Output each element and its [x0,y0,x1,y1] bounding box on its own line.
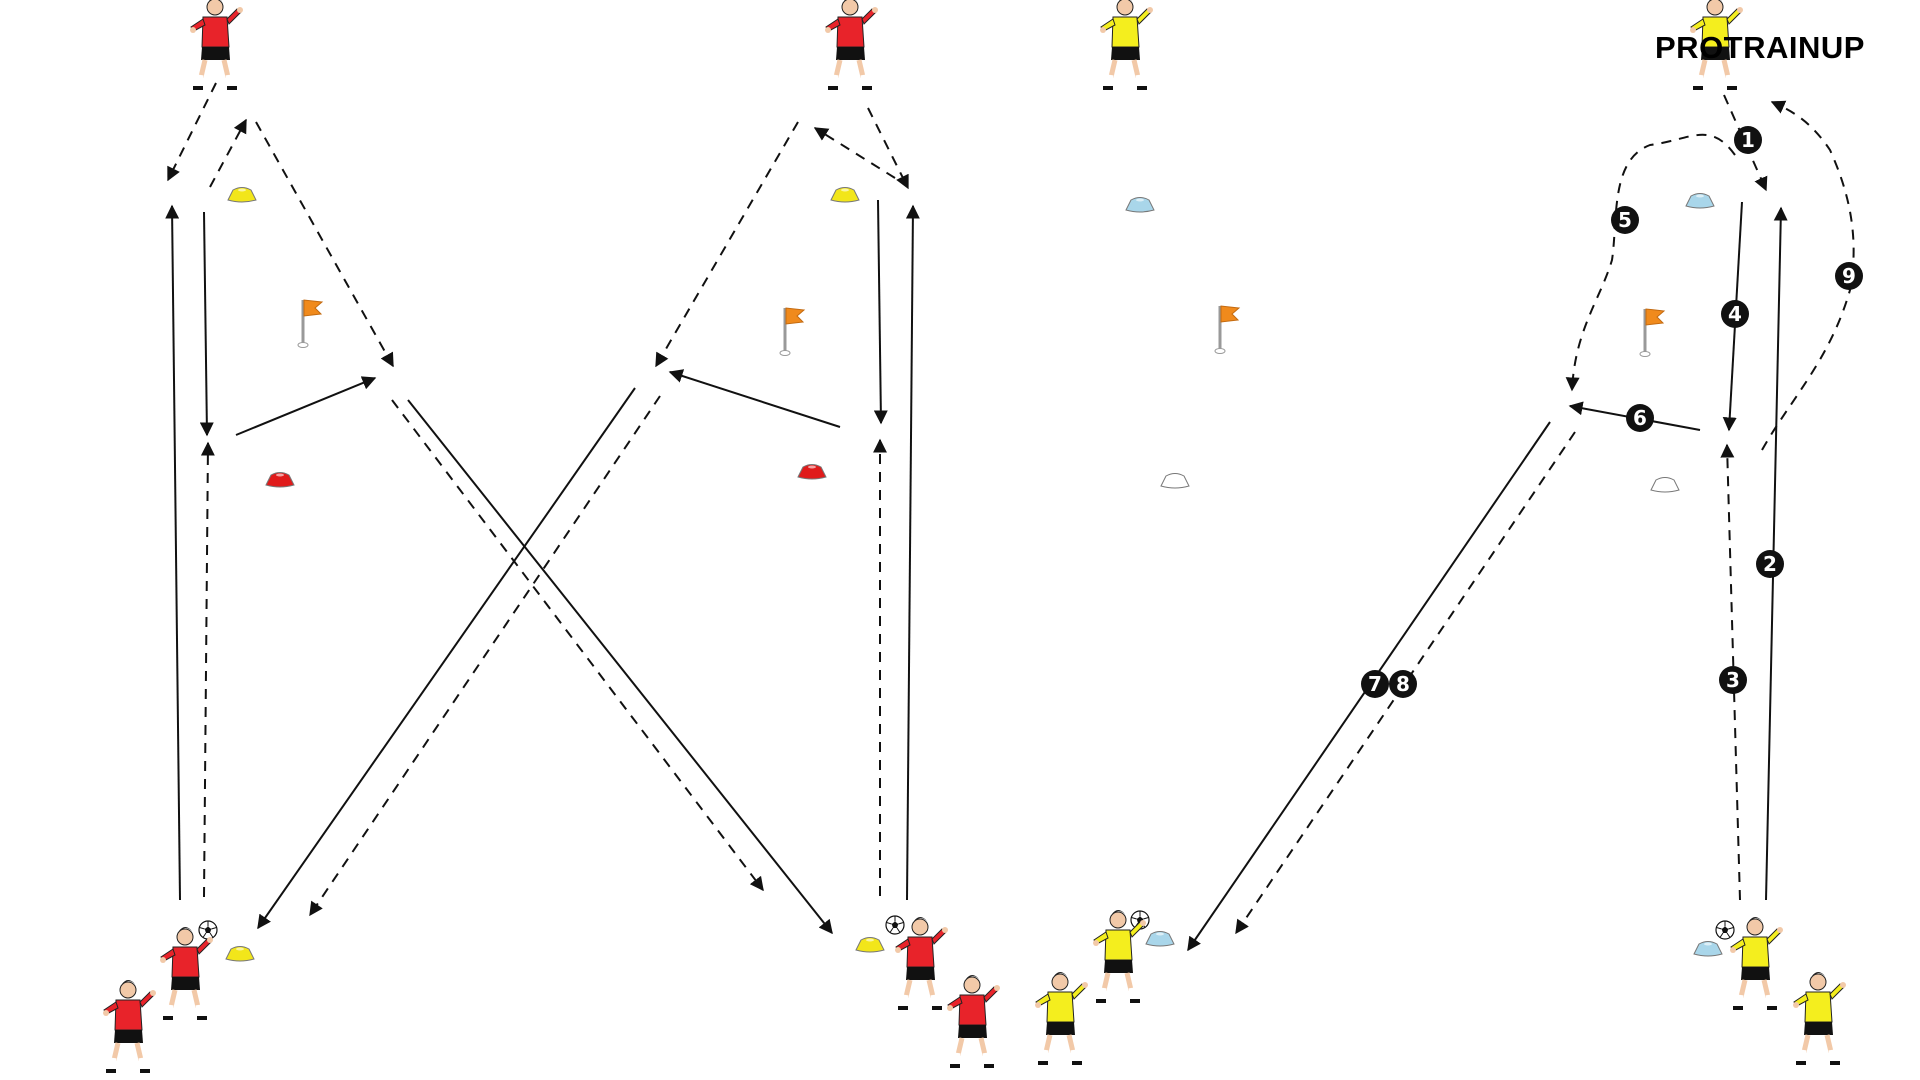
red-player [947,975,1000,1066]
corner-flag-icon [296,298,324,349]
arrow-solid [905,204,920,901]
red-player [895,917,948,1008]
step-badge-9: 9 [1835,262,1863,290]
step-badge-label: 4 [1728,302,1742,326]
yellow-cone [227,187,257,203]
corner-flag-icon [778,306,806,357]
yellow-player [1093,910,1146,1001]
step-badge-label: 6 [1633,406,1647,430]
arrow-dashed [209,118,247,188]
step-badge-label: 9 [1842,264,1856,288]
step-badge-4: 4 [1721,300,1749,328]
arrow-dashed [1235,431,1576,935]
step-badge-label: 1 [1741,128,1755,152]
arrow-solid [257,387,636,930]
step-badge-label: 5 [1618,208,1632,232]
red-cone [797,464,827,480]
panel-1 [165,82,833,935]
arrow-dashed [867,107,909,190]
arrow-solid [165,204,181,901]
step-badge-label: 2 [1763,552,1777,576]
arrow-solid [873,199,888,425]
yellow-player [1730,917,1783,1008]
arrow-solid [668,369,841,428]
step-badge-6: 6 [1626,404,1654,432]
red-player [103,980,156,1071]
step-badge-8: 8 [1389,670,1417,698]
arrow-dashed [200,441,215,898]
step-badge-5: 5 [1611,206,1639,234]
yellow-player [1100,0,1153,88]
arrow-solid [235,376,377,436]
arrow-dashed [309,395,661,917]
step-badge-2: 2 [1756,550,1784,578]
white-cone [1650,477,1680,493]
ball-icon [198,920,218,940]
step-badge-1: 1 [1734,126,1762,154]
yellow-player [1035,972,1088,1063]
white-cone [1160,473,1190,489]
blue-cone [1145,931,1175,947]
ball-icon [885,915,905,935]
corner-flag-icon [1213,304,1241,355]
ball-icon [1715,920,1735,940]
yellow-player [1793,972,1846,1063]
arrow-dashed [391,399,764,892]
arrow-dashed [255,121,394,368]
panel-4 [1187,94,1855,952]
step-badge-label: 3 [1726,668,1740,692]
corner-flag-icon [1638,307,1666,358]
yellow-cone [225,946,255,962]
step-badge-label: 8 [1396,672,1410,696]
arrow-solid [407,399,833,935]
step-badge-7: 7 [1361,670,1389,698]
blue-cone [1125,197,1155,213]
brand-logo: PROTRAINUP [1655,30,1865,65]
arrow-dashed [167,82,217,182]
panel-3 [1035,0,1241,1063]
step-badge-3: 3 [1719,666,1747,694]
red-cone [265,472,295,488]
arrow-dashed-curve [1761,100,1855,451]
blue-cone [1693,941,1723,957]
step-badge-label: 7 [1368,672,1382,696]
red-player [190,0,243,88]
arrow-solid [199,211,214,437]
red-player [160,927,213,1018]
blue-cone [1685,193,1715,209]
arrow-dashed [813,127,896,179]
arrow-dashed [655,121,799,368]
red-player [825,0,878,88]
arrow-dashed [1720,443,1741,901]
panel-2 [257,107,920,930]
yellow-cone [855,937,885,953]
yellow-cone [830,187,860,203]
arrow-dashed-curve [1565,133,1736,392]
